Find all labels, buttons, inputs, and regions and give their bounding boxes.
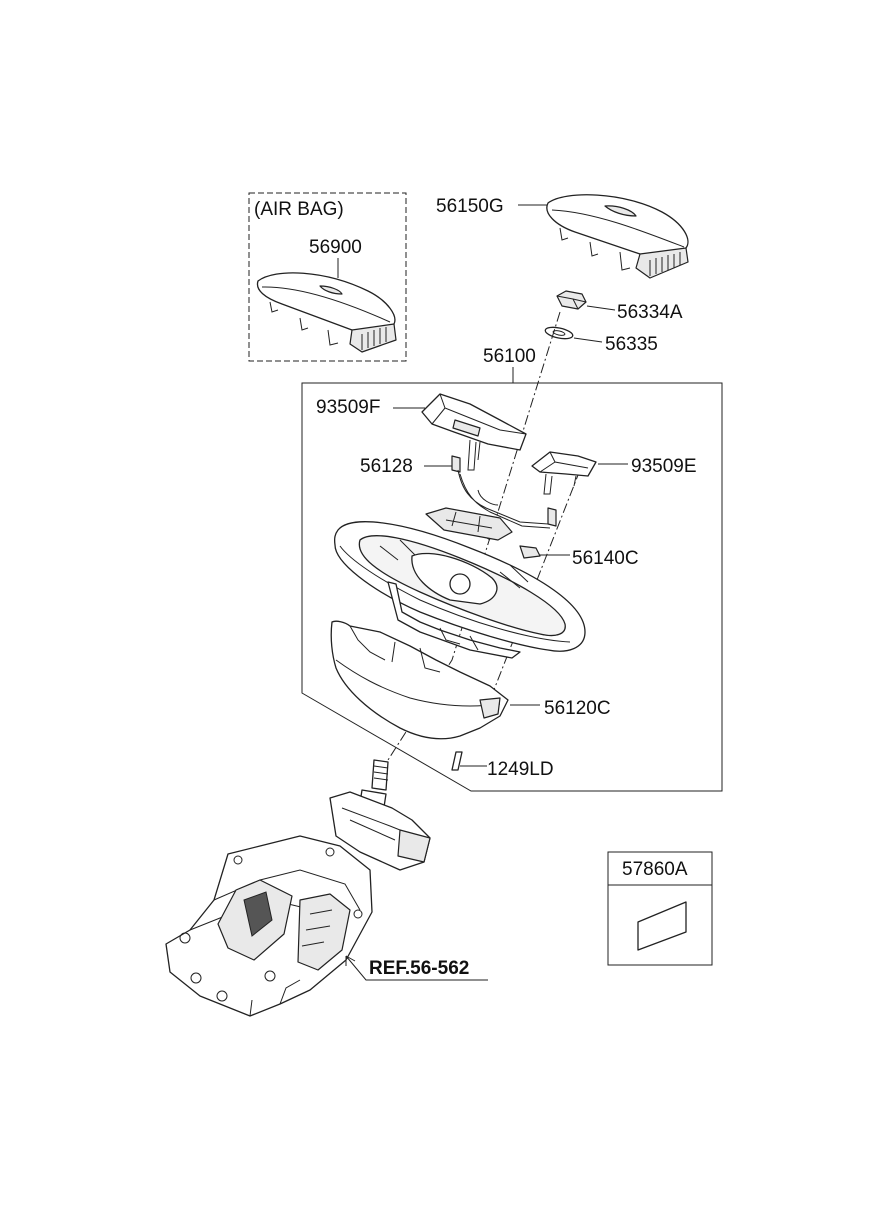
label-57860A[interactable]: 57860A — [622, 859, 688, 880]
label-part-group: 57860A — [607, 851, 713, 966]
air-bag-group: (AIR BAG) 56900 — [248, 192, 407, 362]
label-sticker-drawing[interactable] — [637, 901, 687, 951]
steering-wheel-drawing[interactable] — [333, 521, 586, 659]
nut-drawing[interactable] — [556, 290, 587, 310]
horn-pad-drawing[interactable] — [546, 194, 689, 279]
airbag-module-drawing[interactable] — [256, 272, 397, 353]
nut-group: 56334A — [556, 290, 683, 323]
label-part-box — [607, 851, 713, 966]
lower-cover-drawing[interactable] — [330, 620, 509, 740]
air-bag-title: (AIR BAG) — [254, 199, 344, 220]
assembly-outline-box — [301, 382, 723, 792]
label-56120C[interactable]: 56120C — [544, 698, 611, 719]
washer-drawing[interactable] — [544, 325, 574, 341]
label-56150G[interactable]: 56150G — [436, 196, 504, 217]
label-56128[interactable]: 56128 — [360, 456, 413, 477]
steering-wheel-assembly-group: 56100 93509F 56128 935 — [301, 311, 723, 792]
label-93509F[interactable]: 93509F — [316, 397, 380, 418]
steering-column-drawing[interactable] — [165, 759, 431, 1017]
horn-contact-drawing[interactable] — [425, 507, 541, 559]
label-56334A[interactable]: 56334A — [617, 302, 683, 323]
label-56100[interactable]: 56100 — [483, 346, 536, 367]
label-56140C[interactable]: 56140C — [572, 548, 639, 569]
horn-pad-group: 56150G — [436, 194, 689, 279]
label-ref-56-562[interactable]: REF.56-562 — [369, 958, 469, 979]
label-93509E[interactable]: 93509E — [631, 456, 697, 477]
label-56335[interactable]: 56335 — [605, 334, 658, 355]
screw-drawing[interactable] — [451, 751, 463, 771]
remote-switch-right-drawing[interactable] — [531, 451, 597, 495]
washer-group: 56335 — [544, 325, 658, 355]
remote-switch-left-drawing[interactable] — [421, 393, 527, 471]
label-1249LD[interactable]: 1249LD — [487, 759, 554, 780]
label-56900[interactable]: 56900 — [309, 237, 362, 258]
steering-column-group: REF.56-562 — [165, 759, 488, 1017]
